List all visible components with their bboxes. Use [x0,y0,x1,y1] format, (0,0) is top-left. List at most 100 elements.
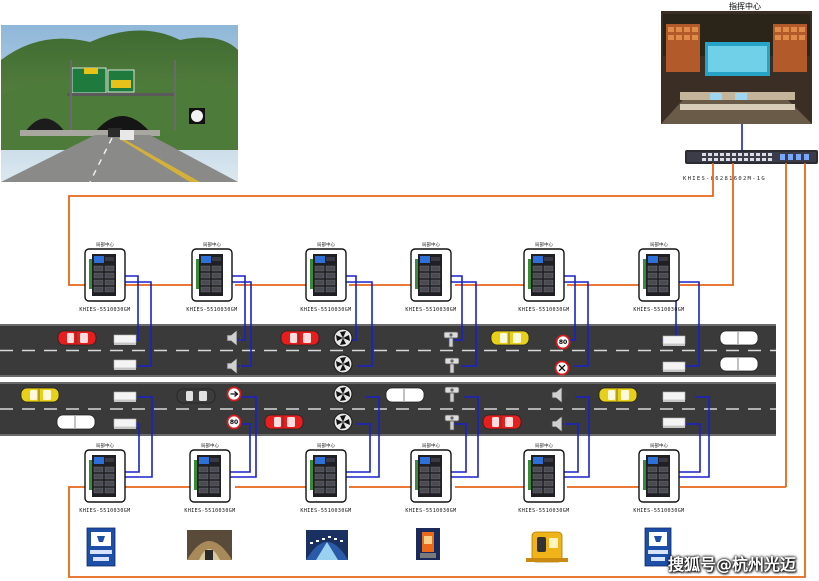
car-black [176,388,216,404]
control-center-label: 指挥中心 [729,1,761,11]
switch-caption: 局部中心 [422,442,440,449]
switch-model-label: KHIES-5510030GM [79,508,130,514]
switch-caption: 局部中心 [535,442,553,449]
switch-caption: 局部中心 [650,241,668,248]
ethernet-link [444,423,467,473]
fire-box-image [416,528,440,560]
switch-caption: 局部中心 [203,241,221,248]
speaker-icon [551,386,566,404]
control-center: 指挥中心 [661,1,812,124]
switch-caption: 局部中心 [317,442,335,449]
switch-model-label: KHIES-5510030GM [633,307,684,313]
lane-closed-sign [554,360,570,376]
ethernet-link [444,281,477,367]
industrial-switch-lower: 局部中心 KHIES-5510030GM [300,442,351,514]
car-red [280,330,320,346]
emergency-phone-image [526,531,568,563]
switch-caption: 局部中心 [317,241,335,248]
core-switch: KHIES-86281602M-1G [683,150,818,182]
car-red [57,330,97,346]
switch-model-label: KHIES-5510030GM [405,307,456,313]
switch-caption: 局部中心 [96,241,114,248]
jet-fan-icon [333,384,353,404]
car-white [385,387,425,403]
roadside-devices: 80 80 [20,328,759,433]
ethernet-link [444,396,479,478]
lane-indicator-panel [662,417,686,428]
lane-indicator-panel [662,391,686,402]
lane-indicator-panel [662,335,686,346]
ethernet-link [339,281,373,367]
switch-model-label: KHIES-5510030GM [300,508,351,514]
car-white [719,330,759,346]
ethernet-links [118,275,710,478]
jet-fan-icon [333,328,353,348]
industrial-switch-lower: 局部中心 KHIES-5510030GM [79,442,130,514]
speed-limit-sign: 80 [555,334,571,350]
switch-model-label: KHIES-5510030GM [405,508,456,514]
industrial-switch-upper: 局部中心 KHIES-5510030GM [186,241,237,313]
ethernet-link [118,281,152,367]
ethernet-link [672,281,700,367]
field-devices-row [86,527,672,567]
industrial-switch-lower: 局部中心 KHIES-5510030GM [405,442,456,514]
industrial-switch-upper: 局部中心 KHIES-5510030GM [300,241,351,313]
jet-fan-icon [333,412,353,432]
phone-sign-image [644,527,672,567]
industrial-switch-lower: 局部中心 KHIES-5510030GM [633,442,684,514]
car-white [719,356,759,372]
speed-limit-value: 80 [559,339,567,346]
lane-indicator-panel [113,359,137,370]
car-white [56,414,96,430]
ethernet-link [557,281,589,367]
fiber-backbone [68,163,806,578]
industrial-switch-lower: 局部中心 KHIES-5510030GM [518,442,569,514]
watermark: 搜狐号@杭州光迈 [668,555,797,574]
car-yellow [598,387,638,403]
car-red [482,414,522,430]
car-yellow [490,330,530,346]
switch-caption: 局部中心 [96,442,114,449]
detector-sensor [444,414,460,431]
tunnel-cam-image [187,530,232,560]
ethernet-link [339,396,380,478]
industrial-switch-upper: 局部中心 KHIES-5510030GM [633,241,684,313]
switch-model-label: KHIES-5510030GM [186,307,237,313]
jet-fan-icon [333,354,353,374]
detector-sensor [444,357,460,374]
switch-model-label: KHIES-5510030GM [184,508,235,514]
lane-indicator-panel [113,334,137,345]
ethernet-link [223,396,257,478]
ethernet-link [339,423,371,473]
industrial-switches: 局部中心 KHIES-5510030GM 局部中心 KHIES-5510030GM 局部… [79,241,684,514]
switch-model-label: KHIES-5510030GM [633,508,684,514]
switch-caption: 局部中心 [650,442,668,449]
lane-indicator-panel [662,361,686,372]
industrial-switch-lower: 局部中心 KHIES-5510030GM [184,442,235,514]
ethernet-link [225,275,246,341]
ethernet-link [672,396,710,478]
detector-sensor [443,331,459,348]
detector-sensor [444,386,460,403]
switch-caption: 局部中心 [535,241,553,248]
switch-model-label: KHIES-5510030GM [518,508,569,514]
industrial-switch-upper: 局部中心 KHIES-5510030GM [405,241,456,313]
ethernet-link [225,281,252,367]
car-yellow [20,387,60,403]
ethernet-link [444,275,463,341]
switch-model-label: KHIES-5510030GM [300,307,351,313]
lane-indicator-panel [113,418,137,429]
speaker-icon [226,357,241,375]
ethernet-link [672,423,701,473]
speaker-icon [551,415,566,433]
switch-caption: 局部中心 [422,241,440,248]
switch-caption: 局部中心 [201,442,219,449]
ethernet-link [557,396,590,478]
phone-sign-image [86,527,116,567]
speed-limit-sign: 80 [226,414,242,430]
ethernet-link [118,396,153,478]
speaker-icon [226,329,241,347]
